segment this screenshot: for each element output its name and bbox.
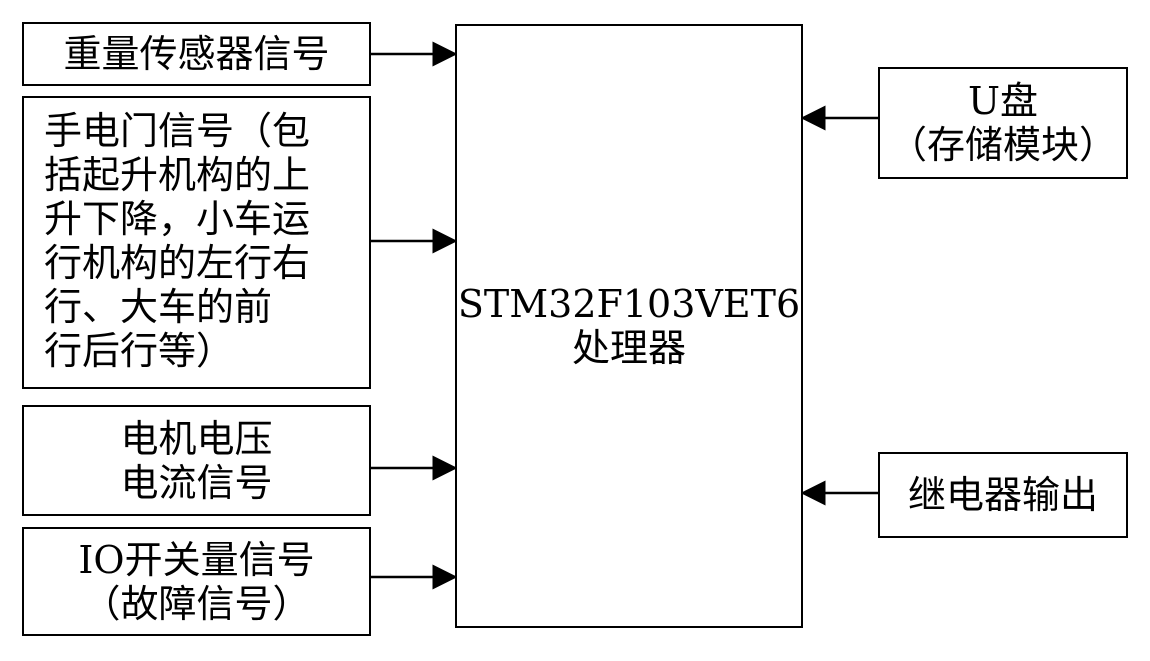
processor-label: STM32F103VET6 处理器 xyxy=(457,26,801,626)
relay-output-label: 继电器输出 xyxy=(880,454,1126,536)
motor-signal-label: 电机电压 电流信号 xyxy=(24,407,369,514)
processor-box: STM32F103VET6 处理器 xyxy=(455,24,803,628)
hand-door-signal-box: 手电门信号（包 括起升机构的上 升下降，小车运 行机构的左行右 行、大车的前 行… xyxy=(22,96,371,389)
hand-door-signal-label: 手电门信号（包 括起升机构的上 升下降，小车运 行机构的左行右 行、大车的前 行… xyxy=(44,109,369,387)
hand-door-line: 行后行等） xyxy=(44,329,235,373)
motor-line: 电机电压 xyxy=(120,416,273,461)
usb-line: （存储模块） xyxy=(888,123,1117,167)
hand-door-line: 升下降，小车运 xyxy=(44,197,311,241)
relay-line: 继电器输出 xyxy=(907,473,1098,517)
usb-storage-label: U盘 （存储模块） xyxy=(880,69,1126,177)
weight-sensor-line: 重量传感器信号 xyxy=(63,32,330,76)
usb-storage-box: U盘 （存储模块） xyxy=(878,67,1128,179)
weight-sensor-box: 重量传感器信号 xyxy=(22,22,371,86)
processor-caption: 处理器 xyxy=(571,326,686,370)
processor-model: STM32F103VET6 xyxy=(457,282,801,326)
motor-line: 电流信号 xyxy=(120,460,273,505)
motor-signal-box: 电机电压 电流信号 xyxy=(22,405,371,516)
io-line: （故障信号） xyxy=(82,581,311,626)
io-signal-box: IO开关量信号 （故障信号） xyxy=(22,527,371,636)
hand-door-line: 括起升机构的上 xyxy=(44,153,311,197)
hand-door-line: 行、大车的前 xyxy=(44,285,273,329)
hand-door-line: 手电门信号（包 xyxy=(44,109,311,153)
hand-door-line: 行机构的左行右 xyxy=(44,241,311,285)
usb-line: U盘 xyxy=(967,79,1039,123)
relay-output-box: 继电器输出 xyxy=(878,452,1128,538)
io-line: IO开关量信号 xyxy=(78,537,315,582)
weight-sensor-label: 重量传感器信号 xyxy=(24,24,369,84)
io-signal-label: IO开关量信号 （故障信号） xyxy=(24,529,369,634)
